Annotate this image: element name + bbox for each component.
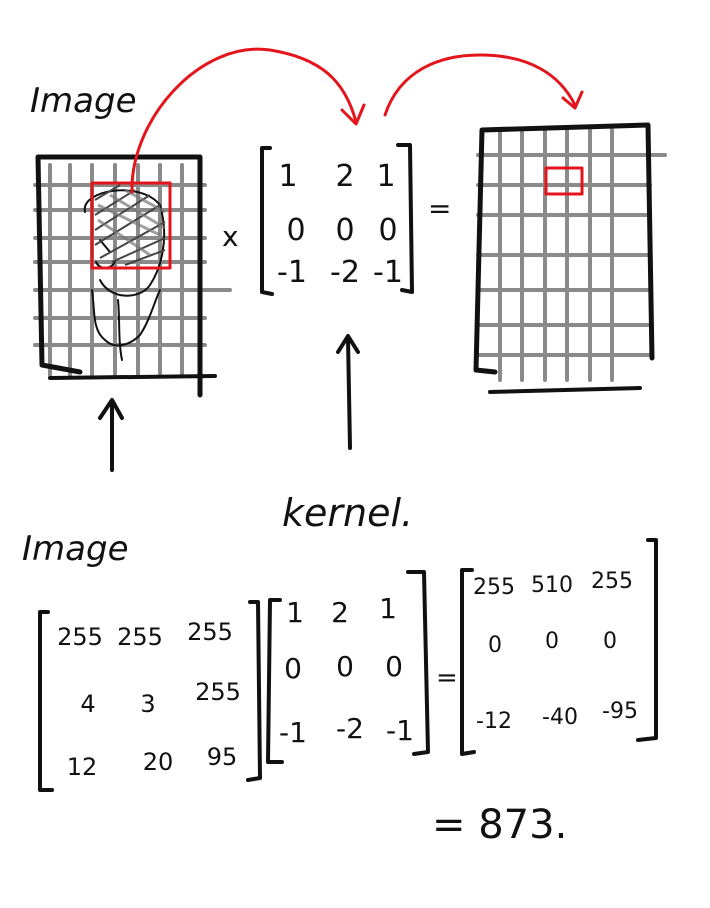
- matrix-cell: 0: [378, 213, 397, 248]
- bracket-right: [406, 570, 430, 756]
- matrix-cell: 255: [57, 623, 103, 651]
- arrow-kernel-to-output-head: [561, 90, 584, 110]
- matrix-cell: -12: [476, 709, 512, 734]
- image-matrix: 255 255 255 4 3 255 12 20 95: [38, 600, 262, 792]
- matrix-cell: -40: [542, 705, 578, 730]
- matrix-cell: -1: [373, 255, 403, 290]
- result-sum: = 873.: [432, 802, 567, 848]
- arrow-kernel-to-output: [383, 53, 577, 117]
- matrix-cell: 1: [278, 159, 297, 194]
- arrow-image-to-kernel-head: [340, 103, 366, 126]
- arrow-up-to-kernel: [336, 334, 360, 450]
- bracket-right: [246, 600, 262, 782]
- bracket-left: [266, 598, 284, 764]
- matrix-cell: 510: [531, 573, 573, 598]
- matrix-cell: 0: [385, 650, 403, 683]
- arrow-up-to-image: [98, 398, 124, 472]
- matrix-cell: 2: [335, 159, 354, 194]
- matrix-cell: 0: [603, 629, 617, 654]
- equals-symbol-top: =: [428, 192, 451, 225]
- output-feature-grid: [473, 122, 667, 394]
- matrix-cell: -2: [330, 255, 360, 290]
- matrix-cell: 20: [143, 748, 174, 776]
- kernel-window-shading: [94, 184, 166, 266]
- matrix-cell: 255: [117, 623, 163, 651]
- matrix-cell: 1: [376, 159, 395, 194]
- kernel-matrix-bottom: 1 2 1 0 0 0 -1 -2 -1: [266, 570, 430, 764]
- product-matrix: 255 510 255 0 0 0 -12 -40 -95: [460, 538, 658, 756]
- image-label-top: Image: [30, 81, 136, 121]
- matrix-cell: 255: [195, 678, 241, 706]
- kernel-matrix-top: 1 2 1 0 0 0 -1 -2 -1: [260, 143, 414, 296]
- bracket-left: [260, 146, 274, 296]
- matrix-cell: 0: [336, 650, 354, 683]
- matrix-cell: 0: [284, 652, 302, 685]
- times-symbol: x: [222, 220, 239, 253]
- arrow-image-to-kernel: [130, 47, 358, 194]
- matrix-cell: -2: [336, 712, 364, 745]
- matrix-cell: -95: [602, 699, 638, 724]
- matrix-cell: 1: [379, 592, 397, 625]
- matrix-cell: 2: [331, 596, 349, 629]
- matrix-cell: 3: [140, 690, 155, 718]
- face-sketch: [83, 189, 166, 361]
- matrix-cell: 0: [545, 629, 559, 654]
- bracket-left: [38, 610, 54, 792]
- bracket-left: [460, 568, 476, 756]
- matrix-cell: 255: [473, 575, 515, 600]
- input-image-grid: [33, 154, 232, 398]
- matrix-cell: 12: [67, 753, 98, 781]
- matrix-cell: -1: [386, 714, 414, 747]
- matrix-cell: 255: [187, 618, 233, 646]
- bracket-right: [636, 538, 658, 742]
- matrix-cell: 0: [488, 633, 502, 658]
- matrix-cell: 4: [80, 690, 95, 718]
- kernel-label: kernel.: [282, 491, 413, 535]
- matrix-cell: 95: [207, 743, 238, 771]
- matrix-cell: 1: [286, 596, 304, 629]
- matrix-cell: 0: [335, 213, 354, 248]
- matrix-cell: 0: [286, 213, 305, 248]
- output-cell-highlight: [544, 166, 584, 196]
- matrix-cell: 255: [591, 569, 633, 594]
- image-label-bottom: Image: [22, 529, 128, 569]
- matrix-cell: -1: [279, 716, 307, 749]
- equals-symbol-bottom: =: [436, 663, 458, 693]
- matrix-cell: -1: [277, 255, 307, 290]
- bracket-right: [396, 143, 414, 294]
